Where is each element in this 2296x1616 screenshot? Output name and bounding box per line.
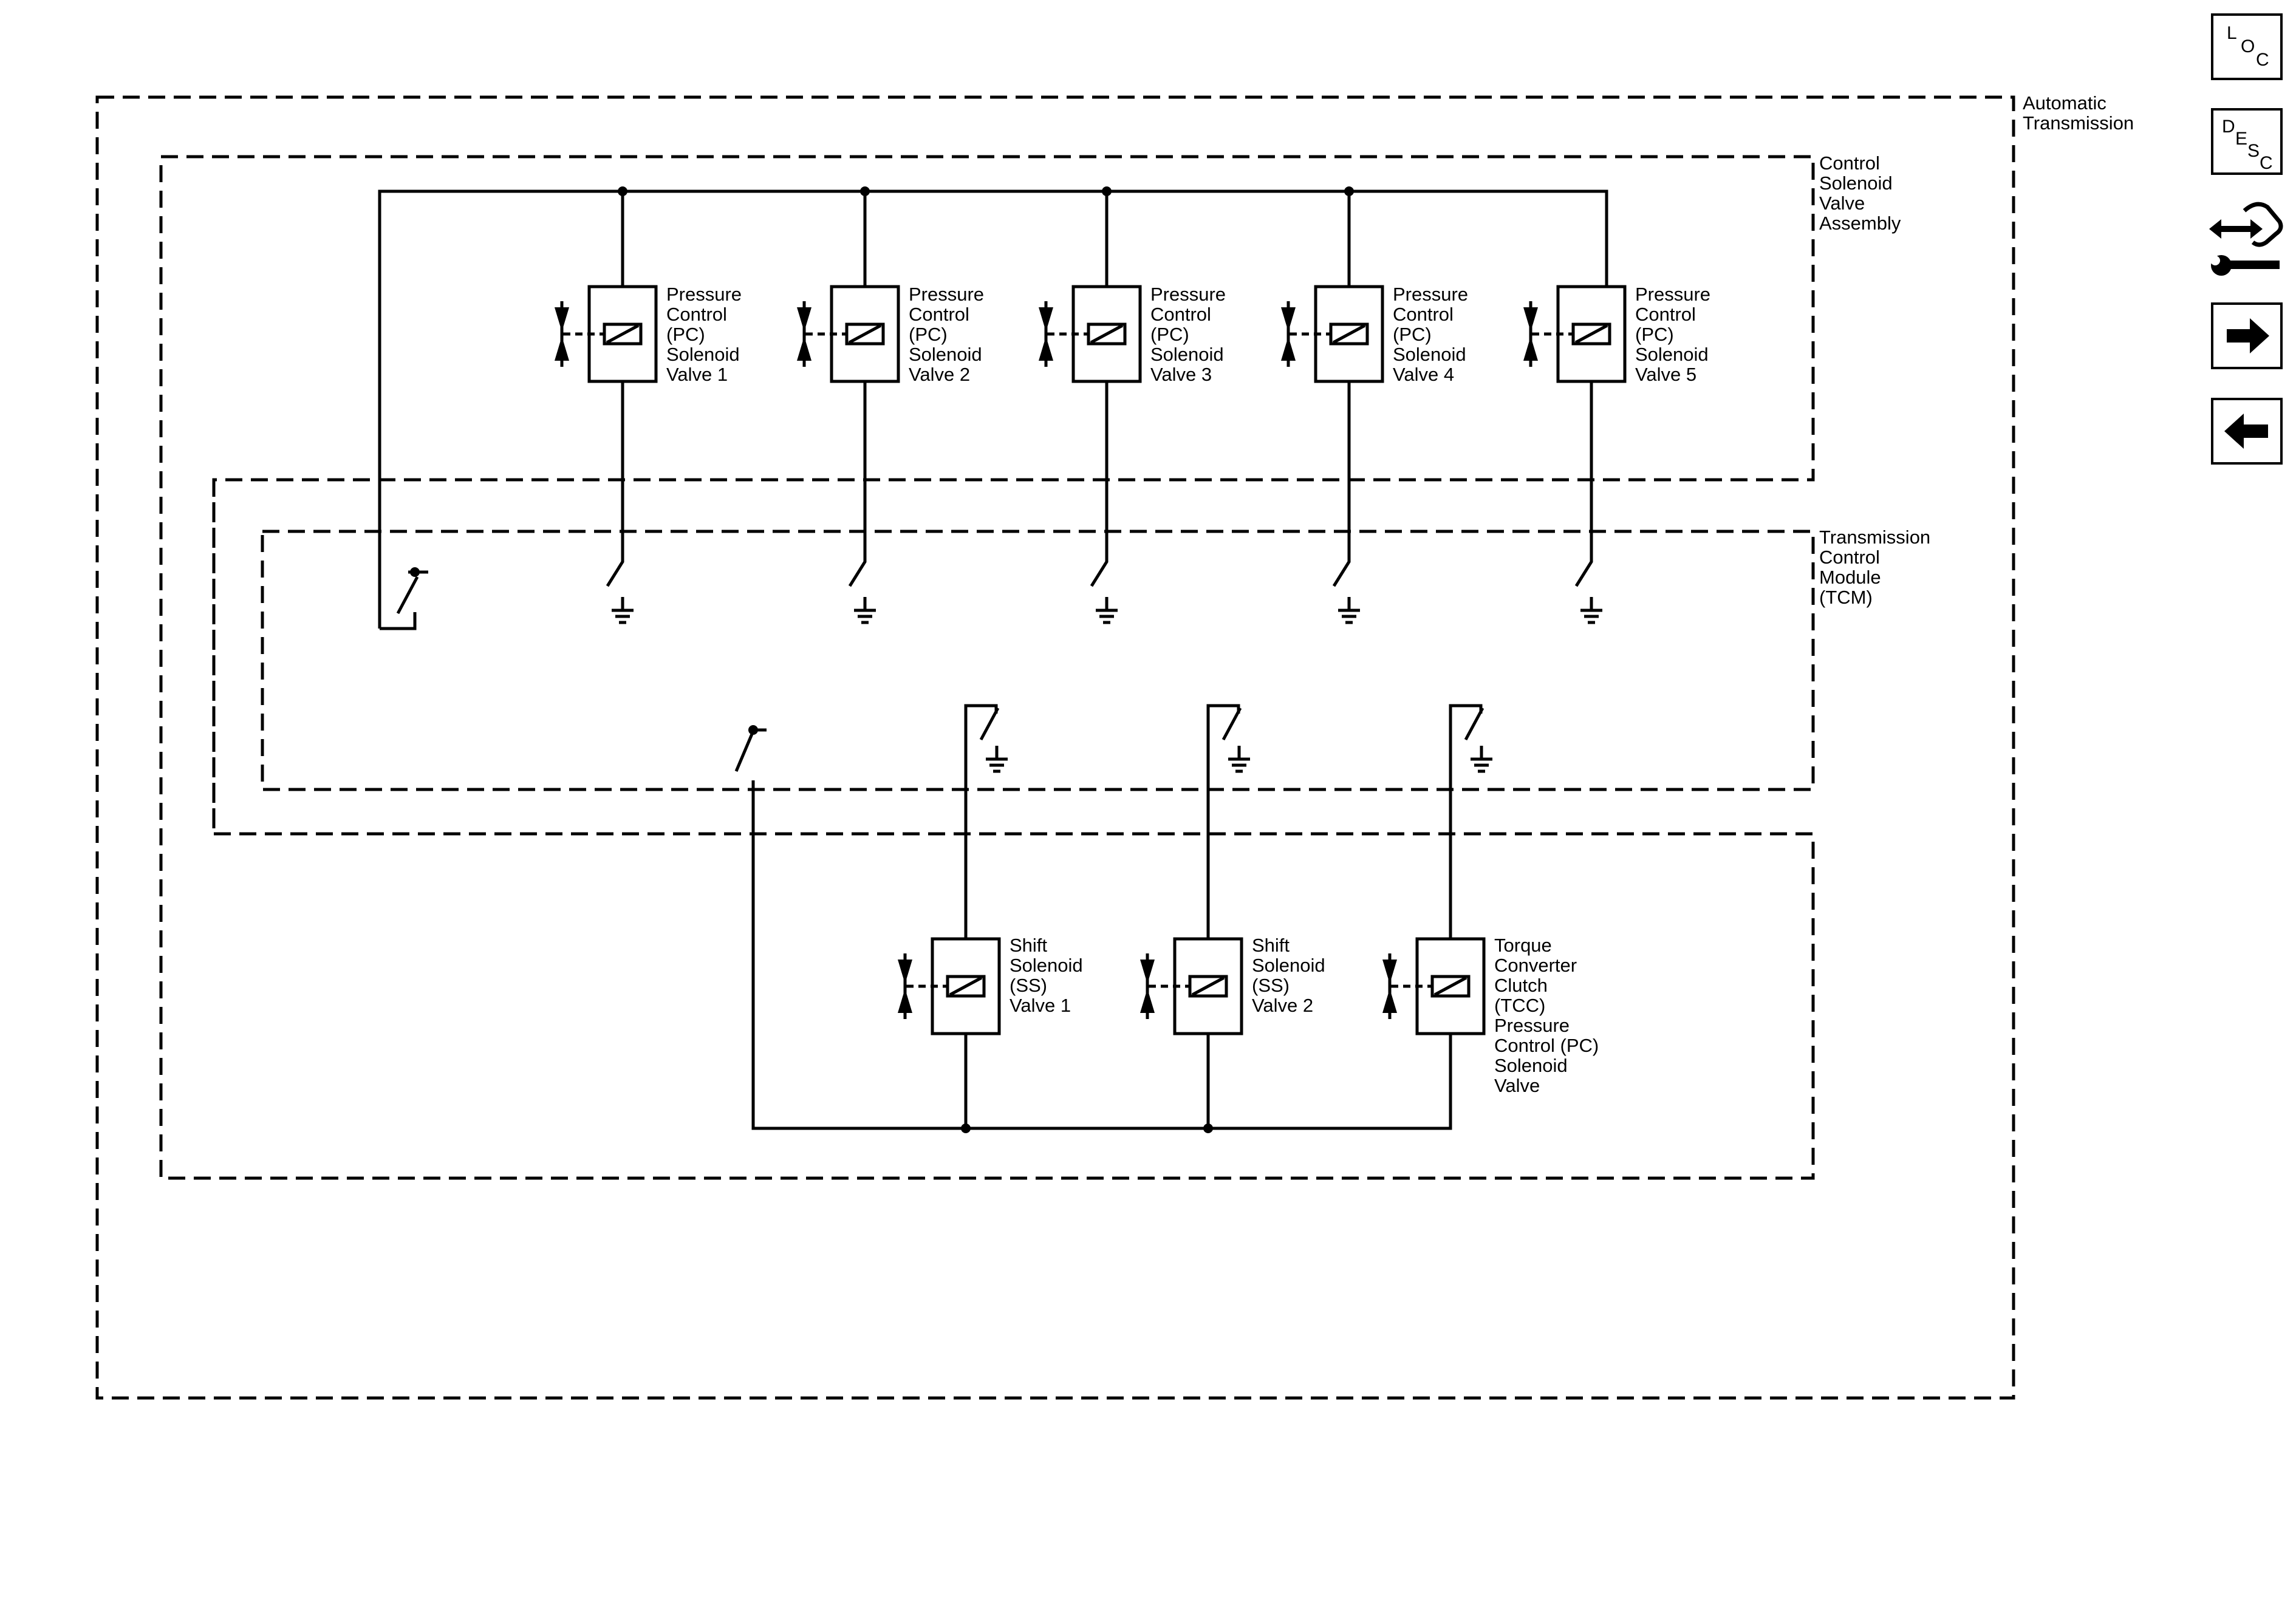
- boundary-control-solenoid-valve-assembly: [159, 155, 1815, 1180]
- arrow-left-icon: [2224, 414, 2268, 449]
- label-control-solenoid-valve-assembly: Control Solenoid Valve Assembly: [1819, 152, 1901, 234]
- shift-solenoid-valve-1: [898, 939, 999, 1034]
- pc-solenoid-valve-5: [1523, 287, 1625, 622]
- next-button[interactable]: [2211, 302, 2283, 369]
- loc-letter-c: C: [2256, 50, 2269, 70]
- label-pc-valve-3: Pressure Control (PC) Solenoid Valve 3: [1150, 284, 1231, 385]
- switch-pivot-upper: [410, 567, 420, 577]
- label-pc-valve-5: Pressure Control (PC) Solenoid Valve 5: [1635, 284, 1716, 385]
- shift-solenoid-valve-2: [1140, 939, 1242, 1034]
- splice-3: [1102, 186, 1112, 196]
- label-shift-solenoid-valve-1: Shift Solenoid (SS) Valve 1: [1010, 935, 1088, 1016]
- switch-pivot-lower: [748, 725, 758, 735]
- loc-letter-o: O: [2241, 36, 2255, 56]
- splice-2: [860, 186, 870, 196]
- label-shift-solenoid-valve-2: Shift Solenoid (SS) Valve 2: [1252, 935, 1330, 1016]
- label-pc-valve-2: Pressure Control (PC) Solenoid Valve 2: [909, 284, 989, 385]
- desc-button[interactable]: D E S C: [2211, 108, 2283, 175]
- prev-button[interactable]: [2211, 398, 2283, 465]
- lower-bus-wire: [751, 780, 1452, 1130]
- ss1-low-side-switch: [964, 704, 1000, 939]
- label-pc-valve-4: Pressure Control (PC) Solenoid Valve 4: [1393, 284, 1474, 385]
- ss2-low-side-switch: [1206, 704, 1242, 939]
- desc-letter-d: D: [2222, 117, 2235, 137]
- loc-button[interactable]: L O C: [2211, 13, 2283, 80]
- boundary-automatic-transmission: [95, 95, 2015, 1400]
- label-automatic-transmission: Automatic Transmission: [2023, 92, 2134, 134]
- splice-1: [618, 186, 627, 196]
- splice-lower-2: [1203, 1123, 1213, 1133]
- arrow-right-icon: [2227, 318, 2269, 353]
- desc-letter-c: C: [2260, 153, 2273, 172]
- upper-high-side-switch: [380, 570, 428, 630]
- label-tcc-pc-solenoid-valve: Torque Converter Clutch (TCC) Pressure C…: [1494, 935, 1604, 1096]
- boundary-transmission-control-module: [261, 530, 1815, 791]
- desc-letter-e: E: [2235, 129, 2247, 149]
- desc-letter-s: S: [2247, 141, 2260, 161]
- tcc-low-side-switch: [1449, 704, 1485, 939]
- pc-solenoid-valve-4: [1281, 287, 1382, 622]
- loc-letter-l: L: [2227, 23, 2237, 43]
- lower-high-side-switch: [734, 728, 767, 772]
- splice-lower-1: [961, 1123, 971, 1133]
- connector-wrench-icon[interactable]: [2208, 197, 2287, 285]
- pc-solenoid-valve-3: [1039, 287, 1140, 622]
- pc-solenoid-valve-1: [555, 287, 656, 622]
- label-transmission-control-module: Transmission Control Module (TCM): [1819, 527, 1936, 608]
- upper-bus-wire: [378, 189, 1608, 629]
- splice-4: [1344, 186, 1354, 196]
- tcc-pc-solenoid-valve: [1382, 939, 1484, 1034]
- label-pc-valve-1: Pressure Control (PC) Solenoid Valve 1: [666, 284, 747, 385]
- pc-solenoid-valve-2: [797, 287, 898, 622]
